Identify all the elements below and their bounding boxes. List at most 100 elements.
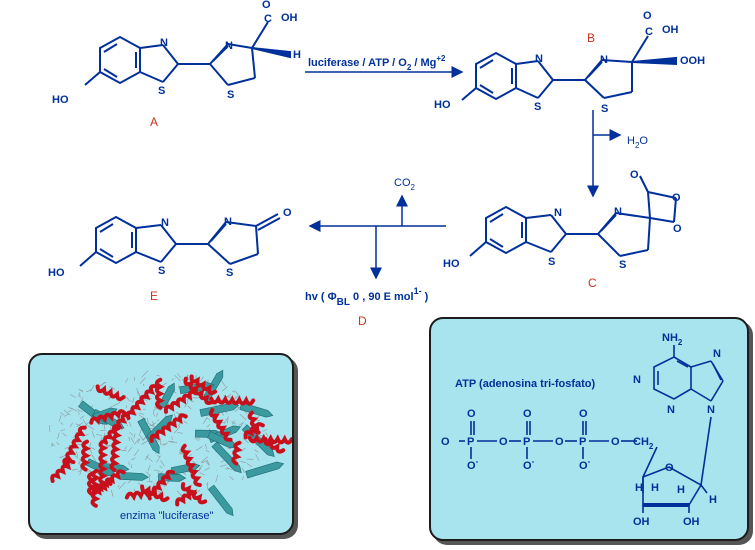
protein-mesh-line	[203, 417, 207, 424]
alpha-helix	[247, 410, 261, 435]
label-b: B	[587, 31, 596, 45]
protein-mesh-line	[91, 454, 96, 462]
protein-mesh-line	[77, 409, 83, 413]
protein-mesh-line	[69, 422, 73, 428]
protein-mesh-line	[168, 440, 174, 444]
co2-label: CO2	[394, 177, 416, 192]
protein-mesh-line	[117, 485, 120, 488]
protein-mesh-line	[205, 449, 210, 453]
atom-o: O	[643, 10, 652, 22]
protein-mesh-line	[59, 454, 67, 459]
molecule-c	[469, 175, 677, 257]
protein-mesh-line	[103, 432, 106, 437]
protein-mesh-line	[206, 424, 211, 428]
atom-c: C	[264, 13, 272, 25]
protein-mesh-line	[70, 394, 76, 398]
atom-o: O	[673, 223, 682, 235]
atom-ho: HO	[434, 99, 451, 111]
alpha-helix	[125, 384, 159, 421]
reagents-label: luciferase / ATP / O2 / Mg+2	[308, 54, 446, 72]
protein-mesh-line	[144, 454, 150, 461]
atp-o: O	[611, 436, 620, 448]
protein-mesh-line	[204, 467, 210, 471]
protein-mesh-line	[124, 446, 127, 451]
atom-s: S	[534, 101, 541, 113]
atp-oh: OH	[633, 516, 650, 528]
alpha-helix	[183, 376, 214, 405]
protein-mesh-line	[200, 460, 207, 464]
protein-mesh-line	[147, 418, 149, 424]
protein-mesh-line	[105, 458, 107, 461]
label-a: A	[150, 115, 159, 129]
protein-mesh-line	[198, 464, 203, 472]
atom-n: N	[224, 216, 232, 228]
atp-o: O	[665, 462, 674, 474]
alpha-helix	[189, 374, 218, 396]
atp-o: O	[441, 436, 450, 448]
atp-o-minus: O-	[523, 457, 535, 472]
protein-mesh-line	[239, 413, 247, 420]
protein-mesh-line	[91, 430, 95, 438]
protein-mesh-line	[49, 425, 51, 433]
atom-o: O	[283, 207, 292, 219]
atp-p: P	[579, 436, 586, 448]
protein-mesh-line	[215, 474, 219, 483]
atom-s: S	[227, 89, 234, 101]
atom-ho: HO	[52, 94, 69, 106]
protein-mesh-line	[255, 453, 260, 461]
protein-mesh-line	[246, 463, 253, 468]
protein-mesh-line	[174, 375, 181, 382]
alpha-helix	[80, 439, 92, 472]
protein-mesh-line	[131, 400, 134, 403]
protein-mesh-line	[130, 464, 133, 469]
protein-mesh-line	[206, 459, 210, 465]
protein-mesh-line	[100, 381, 107, 387]
label-e: E	[150, 289, 159, 303]
protein-mesh-line	[220, 379, 226, 387]
alpha-helix	[154, 377, 165, 410]
molecule-e-atoms: N S HO N S O	[48, 207, 292, 279]
atom-n: N	[614, 206, 622, 218]
atp-oh: OH	[683, 516, 700, 528]
protein-mesh-line	[79, 468, 83, 476]
protein-mesh-line	[126, 396, 131, 402]
protein-mesh-line	[110, 403, 118, 408]
protein-mesh-line	[156, 455, 161, 457]
protein-mesh-line	[205, 460, 210, 466]
protein-mesh-line	[240, 447, 246, 452]
protein-mesh-line	[68, 410, 72, 413]
protein-mesh-line	[139, 377, 146, 384]
protein-mesh-line	[56, 442, 60, 446]
atom-o: O	[672, 192, 681, 204]
protein-mesh-line	[51, 442, 54, 447]
beta-strand	[211, 441, 242, 474]
protein-mesh-line	[80, 415, 85, 420]
protein-mesh-line	[153, 469, 161, 472]
protein-mesh-line	[64, 413, 70, 417]
atom-ooh: OOH	[680, 55, 705, 67]
protein-mesh-line	[127, 479, 132, 484]
atp-h: H	[651, 482, 659, 494]
protein-mesh-line	[76, 451, 79, 458]
protein-mesh-line	[157, 471, 159, 473]
protein-mesh-line	[221, 422, 226, 424]
atom-s: S	[158, 85, 165, 97]
atom-ho: HO	[48, 267, 65, 279]
protein-mesh-line	[138, 413, 145, 415]
atom-s: S	[158, 265, 165, 277]
protein-mesh-line	[89, 446, 96, 450]
protein-mesh-line	[138, 434, 143, 440]
atom-s: S	[548, 256, 555, 268]
protein-mesh-line	[79, 463, 82, 470]
atp-o: O	[579, 408, 588, 420]
protein-mesh-line	[159, 465, 163, 469]
alpha-helix	[90, 468, 102, 508]
protein-mesh-line	[262, 429, 267, 432]
protein-mesh-line	[147, 464, 151, 472]
alpha-helix	[109, 426, 123, 473]
protein-mesh-line	[152, 421, 155, 427]
atp-o: O	[499, 436, 508, 448]
protein-mesh-line	[256, 434, 264, 437]
alpha-helix	[140, 484, 170, 503]
